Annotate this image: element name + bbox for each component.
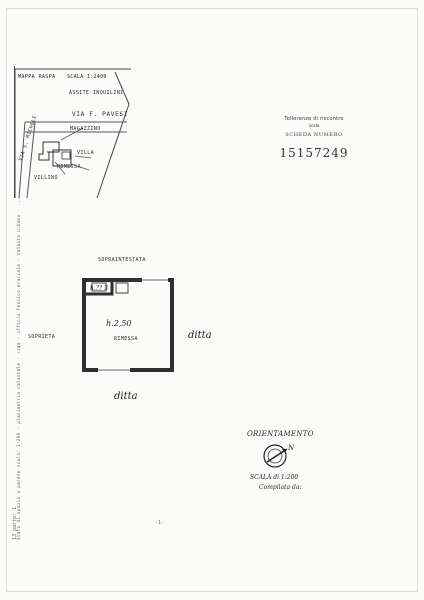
sheet-header: Tollerenze di riscontro scala SCHEDA NUM… <box>261 116 367 160</box>
site-plan <box>14 66 132 198</box>
floor-plan-right-label: ditta <box>188 330 212 341</box>
site-plan-drawing <box>15 68 131 198</box>
orientation-n-label: N <box>287 444 295 452</box>
orientation-title: ORIENTAMENTO <box>247 430 314 438</box>
site-label-magazzino: MAGAZZINO <box>70 126 101 132</box>
site-plan-scale: SCALA 1:2400 <box>67 74 107 80</box>
header-line-4: 15157249 <box>279 146 349 160</box>
page-border <box>6 8 418 592</box>
site-label-villino: VILLINO <box>34 175 58 181</box>
header-line-3: SCHEDA NUMERO <box>285 132 343 138</box>
small-room-label: h.?? 3 <box>90 285 108 292</box>
site-plan-title: MAPPA RASPA <box>18 74 56 80</box>
site-label-rimessa: RIMESSA <box>57 164 81 170</box>
center-page-mark: -1- <box>155 520 165 526</box>
site-label-via-pavesi: VIA F. PAVESI <box>72 111 129 118</box>
header-line-2: scala <box>308 123 320 128</box>
rimessa-label: RIMESSA <box>114 336 138 342</box>
orientation-compass: N <box>263 444 295 468</box>
header-line-1: Tollerenze di riscontro <box>284 116 344 122</box>
floor-plan-bottom-label: ditta <box>114 391 138 402</box>
orientation-completed: Compilata da: <box>259 484 302 491</box>
left-margin-text: Stato di spazio a parete scala: 1:200 - … <box>16 196 21 540</box>
orientation-block: ORIENTAMENTO N SCALA di 1:200 Compilata … <box>247 430 337 498</box>
site-label-villa: VILLA <box>77 150 95 156</box>
rimessa-height: h.2,50 <box>106 319 132 328</box>
orientation-scale: SCALA di 1:200 <box>250 474 299 481</box>
floor-plan-drawing <box>82 278 174 372</box>
left-margin-mark: 13 parte: 1 <box>12 506 18 540</box>
floor-plan-left-label: SOPRIETA <box>28 334 56 340</box>
site-label-assite: ASSITE INQUILINI <box>69 90 124 96</box>
floor-plan-top-label: SOPRAINTESTATA <box>98 257 146 263</box>
